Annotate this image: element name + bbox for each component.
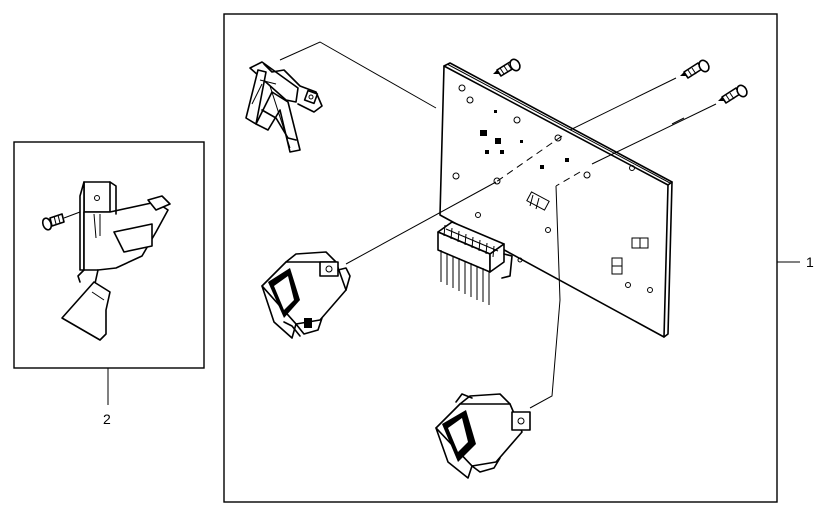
group-2-frame xyxy=(13,141,205,369)
bracket-screw xyxy=(41,211,81,231)
board-components xyxy=(480,110,649,275)
callout-1-label: 1 xyxy=(806,254,814,270)
board-connector xyxy=(437,221,513,305)
callout-2: 2 xyxy=(103,368,111,427)
wire-clip xyxy=(245,61,323,153)
board-holes xyxy=(452,84,653,293)
callout-1: 1 xyxy=(777,254,814,270)
group-1-frame xyxy=(223,13,778,503)
screw-left xyxy=(493,58,521,77)
screw-middle xyxy=(680,59,710,79)
switch-lower xyxy=(435,393,531,479)
circuit-board xyxy=(437,62,673,338)
mounting-bracket xyxy=(61,181,171,341)
screw-right xyxy=(718,84,748,104)
callout-2-label: 2 xyxy=(103,411,111,427)
leader-lines xyxy=(279,41,717,409)
switch-upper xyxy=(261,251,351,339)
